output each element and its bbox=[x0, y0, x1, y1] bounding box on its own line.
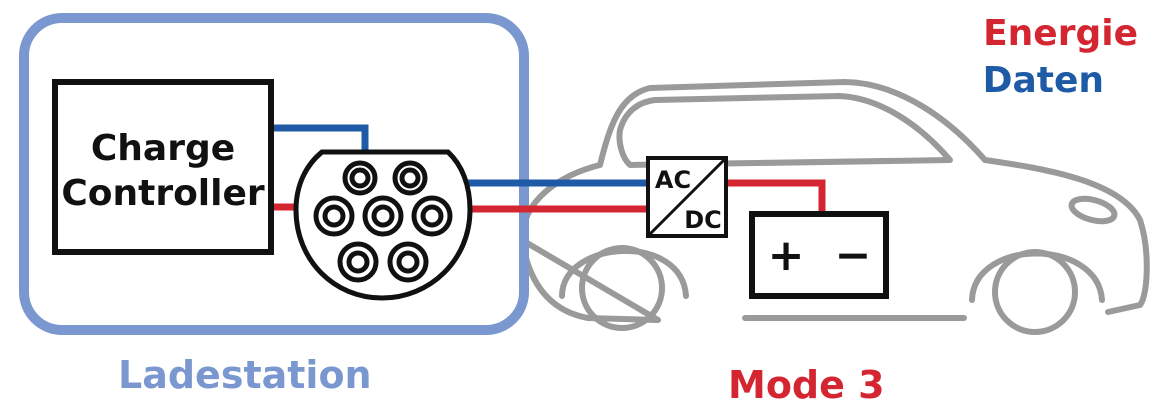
connector-pins bbox=[313, 160, 453, 283]
acdc-label-ac: AC bbox=[655, 166, 691, 194]
type2-connector bbox=[293, 149, 473, 301]
charge-controller-label-line2: Controller bbox=[61, 173, 265, 214]
charge-controller-label-line1: Charge bbox=[91, 128, 235, 169]
data-line-controller bbox=[272, 124, 369, 150]
legend-energy-label: Energie bbox=[983, 13, 1138, 54]
acdc-label-dc: DC bbox=[684, 206, 722, 234]
car-headlight bbox=[1068, 195, 1118, 225]
battery-box bbox=[749, 211, 889, 299]
car-rear-wheel bbox=[992, 249, 1078, 335]
car-outline bbox=[519, 79, 1150, 335]
battery-plus: + bbox=[768, 230, 805, 281]
car-front-wheel bbox=[579, 245, 665, 331]
station-frame bbox=[19, 13, 529, 335]
battery-minus: − bbox=[835, 230, 872, 281]
acdc-converter: AC DC bbox=[646, 156, 728, 238]
energy-line-battery bbox=[726, 179, 826, 214]
mode-caption: Mode 3 bbox=[728, 363, 885, 405]
charge-controller-box bbox=[52, 79, 274, 255]
station-caption: Ladestation bbox=[118, 353, 372, 397]
legend-data-label: Daten bbox=[983, 60, 1104, 101]
car-window bbox=[616, 93, 953, 168]
car-rear-wheel-arch bbox=[969, 250, 1105, 303]
acdc-diagonal bbox=[648, 158, 726, 236]
car-front-wheel-arch bbox=[559, 248, 689, 299]
battery: + − bbox=[749, 211, 889, 299]
data-lines bbox=[272, 124, 648, 187]
